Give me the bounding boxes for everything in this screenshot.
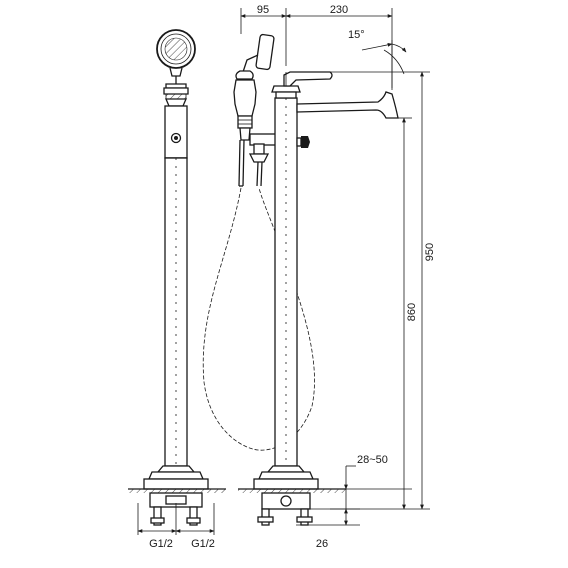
underfloor-body-left xyxy=(149,492,203,526)
shower-hose xyxy=(202,139,315,451)
dim-width-left: 95 xyxy=(257,4,269,16)
diverter-bracket xyxy=(248,133,277,163)
front-view xyxy=(202,33,399,526)
inlet-label-left: G1/2 xyxy=(149,538,173,550)
shower-head-front xyxy=(156,29,196,84)
dim-angle: 15° xyxy=(348,29,365,41)
dim-height-total: 950 xyxy=(424,243,436,261)
dimension-lines: 95 230 15° 950 860 28~50 26 xyxy=(240,4,436,550)
inlet-label-right: G1/2 xyxy=(191,538,215,550)
spout xyxy=(296,91,399,119)
lever-handle xyxy=(283,71,333,87)
side-view: G1/2 G1/2 xyxy=(128,29,226,550)
dim-width-right: 230 xyxy=(330,4,348,16)
column-upper xyxy=(164,105,188,159)
base-flange-right xyxy=(238,465,346,493)
diverter-knob xyxy=(296,136,310,148)
dim-floor-range: 28~50 xyxy=(357,454,388,466)
mixer-head xyxy=(271,71,333,99)
underfloor-body-right xyxy=(257,492,313,526)
dim-height-spout: 860 xyxy=(406,303,418,321)
hand-shower-holder xyxy=(163,83,189,107)
base-flange-left xyxy=(128,465,226,493)
hand-shower xyxy=(233,33,275,141)
dim-base-depth: 26 xyxy=(316,538,328,550)
